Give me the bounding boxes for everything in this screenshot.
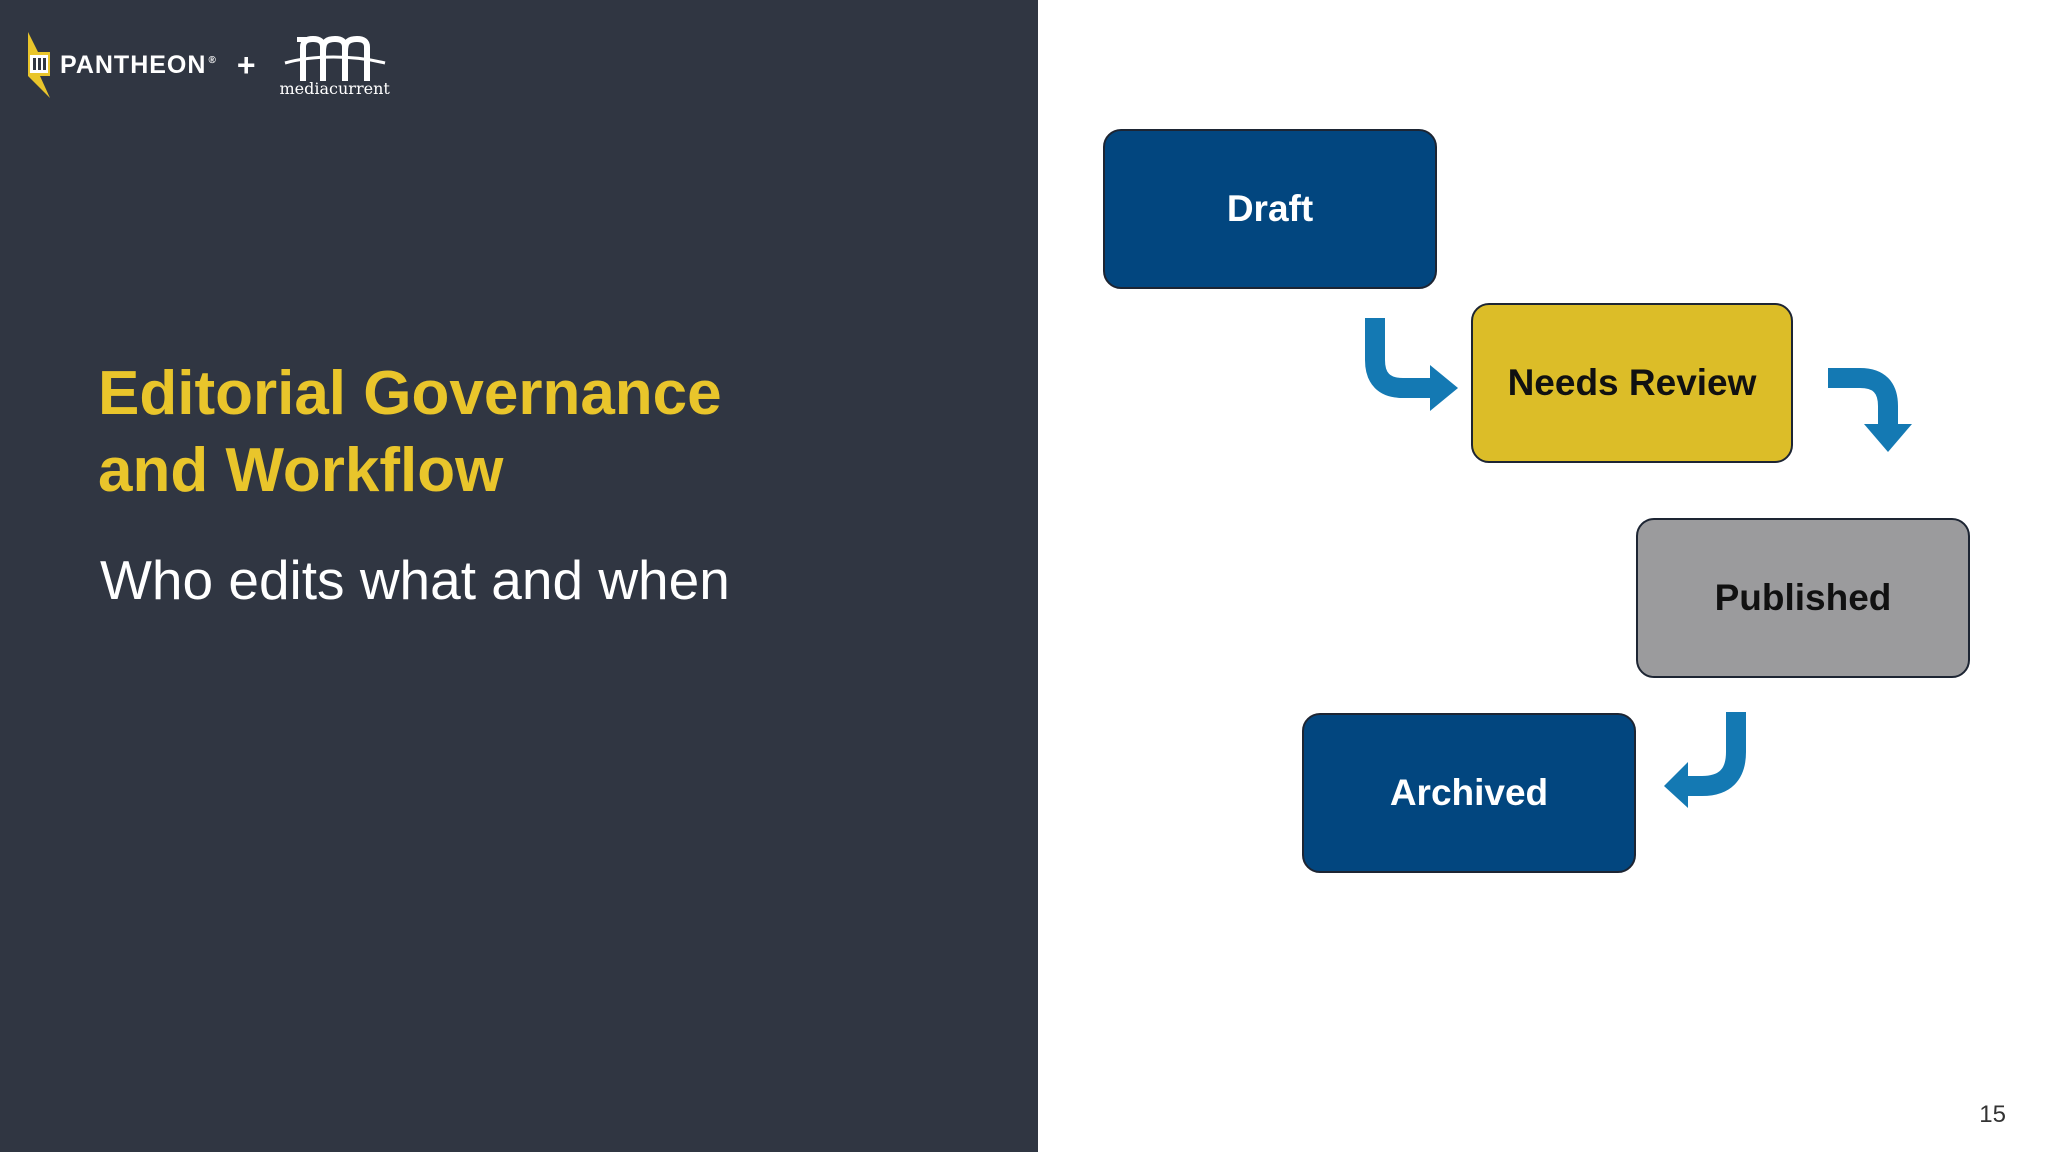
logo-bar: PANTHEON® + mediacurrent: [24, 30, 390, 100]
lightning-bolt-icon: [28, 32, 50, 98]
pantheon-wordmark: PANTHEON®: [60, 50, 217, 79]
m-monogram-icon: [284, 35, 386, 81]
slide-title-line-1: Editorial Governance: [98, 359, 722, 428]
slide-title-line-2: and Workflow: [98, 436, 504, 505]
workflow-step-draft: Draft: [1103, 129, 1437, 289]
logo-separator: +: [236, 46, 256, 83]
workflow-step-published: Published: [1636, 518, 1970, 678]
mediacurrent-logo: mediacurrent: [280, 33, 390, 98]
slide-title: Editorial Governance and Workflow: [98, 355, 858, 509]
workflow-step-needs-review: Needs Review: [1471, 303, 1793, 463]
left-panel: PANTHEON® + mediacurrent Editorial Gover…: [0, 0, 1038, 1152]
workflow-step-archived: Archived: [1302, 713, 1636, 873]
slide-subtitle: Who edits what and when: [100, 549, 730, 611]
mediacurrent-wordmark: mediacurrent: [279, 78, 390, 98]
page-number: 15: [1979, 1101, 2006, 1128]
